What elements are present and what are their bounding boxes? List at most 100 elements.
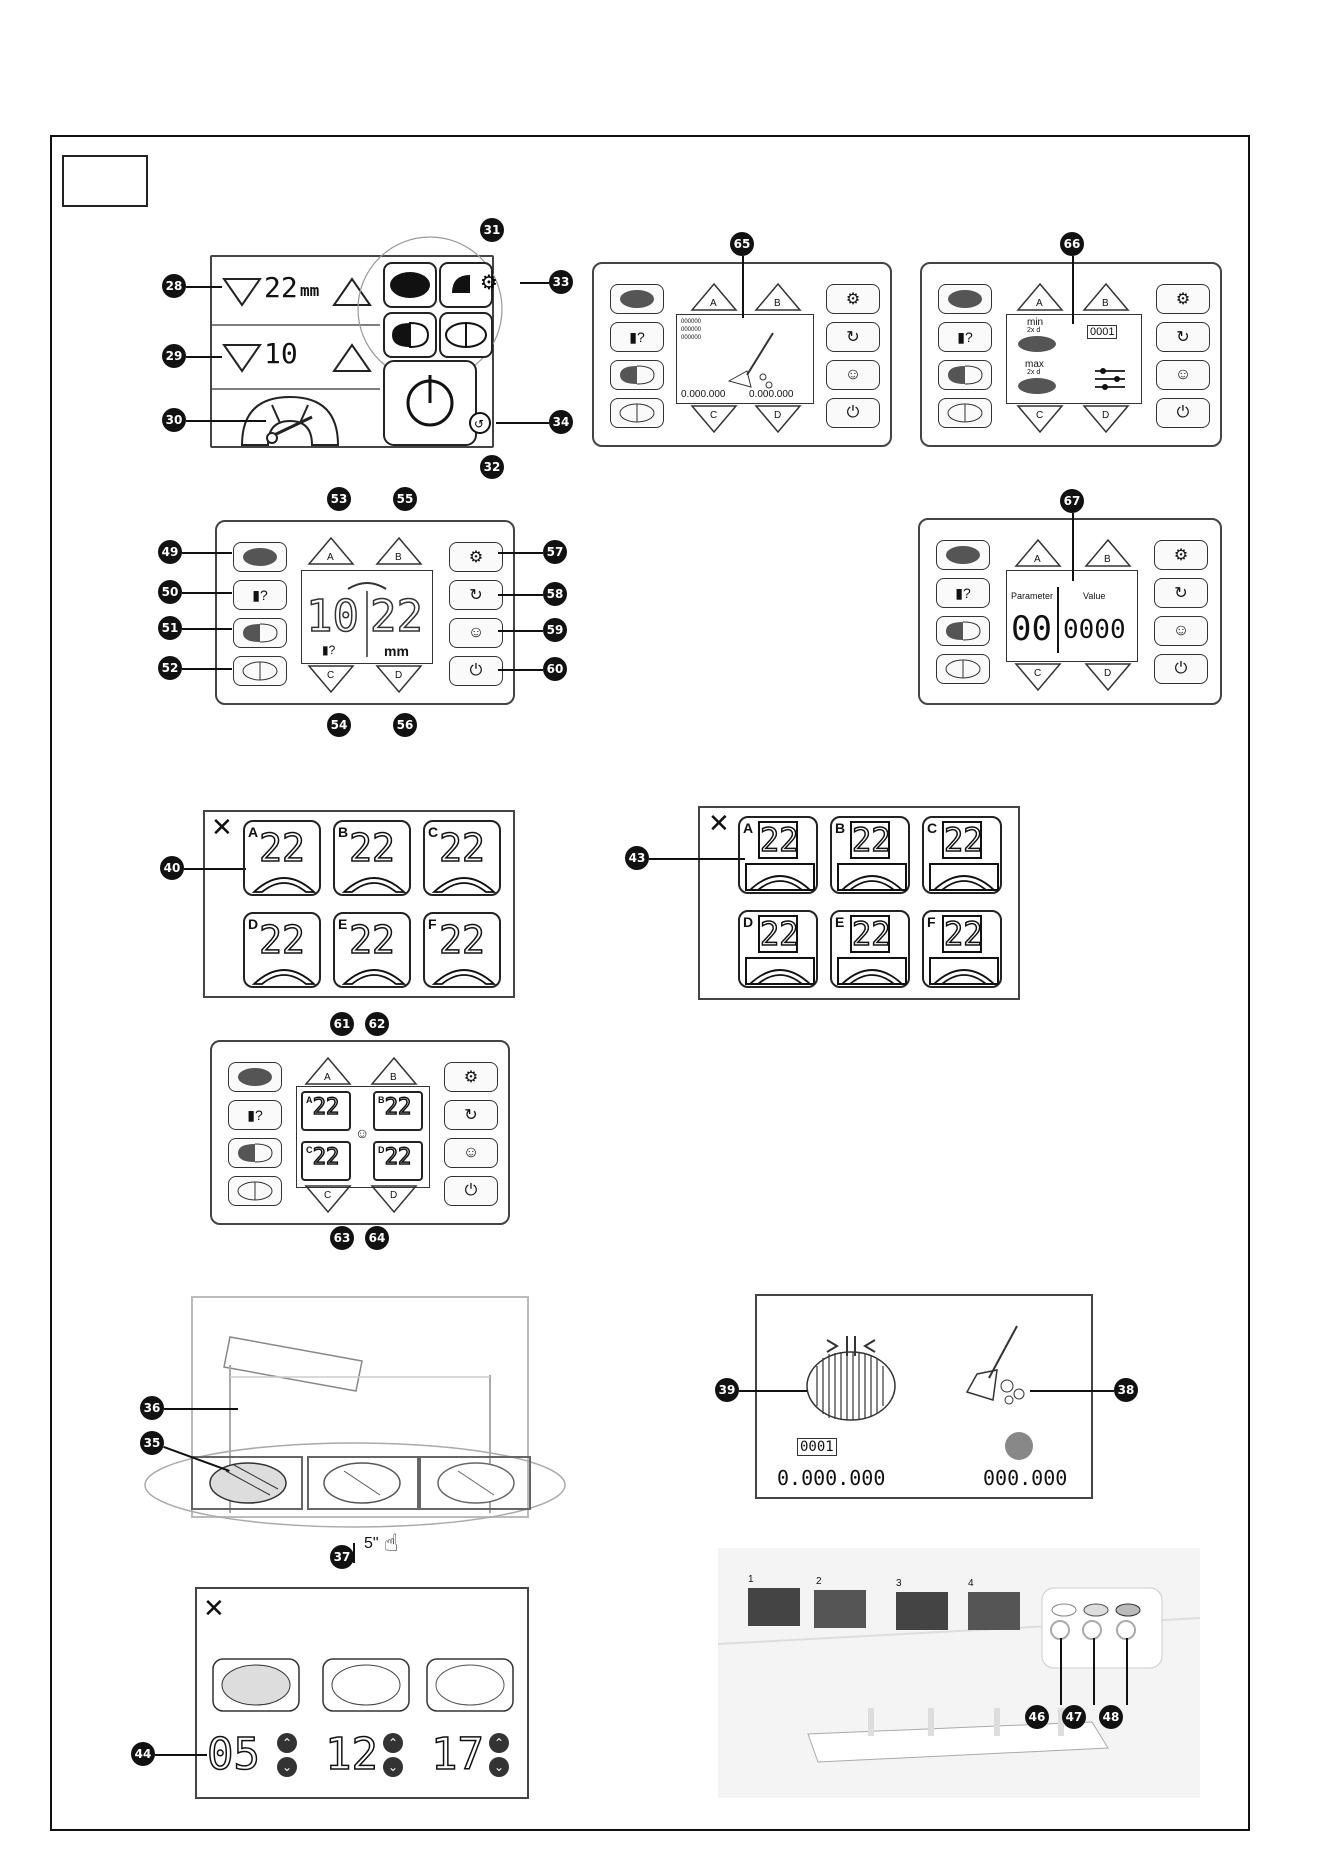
reset-button[interactable]: ↻ <box>1156 322 1210 352</box>
count-down-icon <box>222 344 262 373</box>
half-slice-button[interactable] <box>228 1138 282 1168</box>
minmax-display: min 2x d max 2x d 0001 <box>1006 314 1142 404</box>
full-slice-button[interactable] <box>936 540 990 570</box>
speed-gauge-icon <box>745 957 815 985</box>
hand-press-label: 5" <box>364 1535 379 1552</box>
half-slice-button[interactable] <box>610 360 664 390</box>
half-slice-button[interactable] <box>936 616 990 646</box>
power-button[interactable]: ⏻ <box>1154 654 1208 684</box>
partial-slice-button[interactable]: ▮? <box>233 580 287 610</box>
callout-52: 52 <box>158 656 182 680</box>
chevron-down-icon: ⌄ <box>383 1757 403 1777</box>
service-button[interactable]: ☺ <box>826 360 880 390</box>
split-slice-button[interactable] <box>233 656 287 686</box>
figure-number-box <box>62 155 148 207</box>
settings-button[interactable]: ⚙ <box>449 542 503 572</box>
stepper-3[interactable]: ⌃⌄ <box>489 1733 509 1777</box>
close-icon[interactable]: ✕ <box>211 812 233 842</box>
full-slice-button[interactable] <box>228 1062 282 1092</box>
split-slice-button[interactable] <box>610 398 664 428</box>
power-button[interactable]: ⏻ <box>1156 398 1210 428</box>
partial-slice-button[interactable]: ▮? <box>936 578 990 608</box>
callout-35: 35 <box>140 1431 164 1455</box>
preset-letter: B <box>835 820 846 836</box>
minmax-screen: ▮? A B C D min 2x d max 2x d 0001 ⚙ ↻ ☺ … <box>920 262 1222 447</box>
speed-gauge-icon <box>431 877 497 893</box>
full-slice-button[interactable] <box>610 284 664 314</box>
partial-slice-button[interactable]: ▮? <box>610 322 664 352</box>
machine-photo: 1 2 3 4 <box>718 1548 1200 1798</box>
main-screen-graphics: ⚙ ↺ <box>212 236 503 446</box>
settings-button[interactable]: ⚙ <box>444 1062 498 1092</box>
preset-letter: B <box>338 824 349 840</box>
service-button[interactable]: ☺ <box>449 618 503 648</box>
svg-text:⚙: ⚙ <box>480 270 498 294</box>
preset-letter: E <box>835 914 845 930</box>
callout-66: 66 <box>1060 232 1084 256</box>
right-total: 000.000 <box>983 1466 1068 1490</box>
preset-value: 22 <box>942 915 983 953</box>
preset-letter: D <box>248 916 259 932</box>
parameter-display: Parameter Value 00 0000 <box>1006 570 1138 662</box>
service-button[interactable]: ☺ <box>1154 616 1208 646</box>
callout-29: 29 <box>162 344 186 368</box>
settings-button[interactable]: ⚙ <box>1154 540 1208 570</box>
half-slice-button[interactable] <box>233 618 287 648</box>
stepper-1[interactable]: ⌃⌄ <box>277 1733 297 1777</box>
full-slice-button[interactable] <box>233 542 287 572</box>
speed-screen: ✕ 05 12 17 ⌃⌄ ⌃⌄ ⌃⌄ <box>195 1587 529 1799</box>
broom-icon <box>727 332 774 389</box>
close-icon[interactable]: ✕ <box>708 808 730 838</box>
full-slice-button[interactable] <box>938 284 992 314</box>
hand-pointer-icon: ☝ <box>384 1530 399 1557</box>
callout-33: 33 <box>549 270 573 294</box>
preset-grid-outline: ✕ <box>203 810 515 998</box>
preset-grid-boxed-outline: ✕ <box>698 806 1020 1000</box>
parameter-value: 00 <box>1011 609 1052 649</box>
preset-value: 22 <box>850 821 891 859</box>
settings-button[interactable]: ⚙ <box>826 284 880 314</box>
speed-gauge-icon <box>251 877 317 893</box>
reset-button[interactable]: ↻ <box>826 322 880 352</box>
service-button[interactable]: ☺ <box>1156 360 1210 390</box>
close-icon[interactable]: ✕ <box>203 1593 225 1623</box>
reset-button[interactable]: ↻ <box>449 580 503 610</box>
half-slice-button[interactable] <box>938 360 992 390</box>
chevron-up-icon: ⌃ <box>383 1733 403 1753</box>
service-button[interactable]: ☺ <box>444 1138 498 1168</box>
split-slice-button[interactable] <box>228 1176 282 1206</box>
settings-button[interactable]: ⚙ <box>1156 284 1210 314</box>
split-slice-button[interactable] <box>936 654 990 684</box>
speed-gauge-icon <box>341 969 407 985</box>
preset-value: 22 <box>758 821 799 859</box>
broom-icon <box>988 1325 1018 1379</box>
preset-letter: C <box>428 824 439 840</box>
stepper-2[interactable]: ⌃⌄ <box>383 1733 403 1777</box>
callout-58: 58 <box>543 582 567 606</box>
callout-36: 36 <box>140 1396 164 1420</box>
reset-button[interactable]: ↻ <box>1154 578 1208 608</box>
chevron-up-icon: ⌃ <box>489 1733 509 1753</box>
value-value: 0000 <box>1063 615 1126 645</box>
power-button[interactable]: ⏻ <box>826 398 880 428</box>
split-slice-button[interactable] <box>938 398 992 428</box>
power-button[interactable]: ⏻ <box>449 656 503 686</box>
saw-blade-icon <box>1005 1432 1033 1460</box>
partial-slice-button[interactable]: ▮? <box>228 1100 282 1130</box>
power-button[interactable]: ⏻ <box>444 1176 498 1206</box>
reset-button[interactable]: ↻ <box>444 1100 498 1130</box>
partial-slice-button[interactable]: ▮? <box>938 322 992 352</box>
